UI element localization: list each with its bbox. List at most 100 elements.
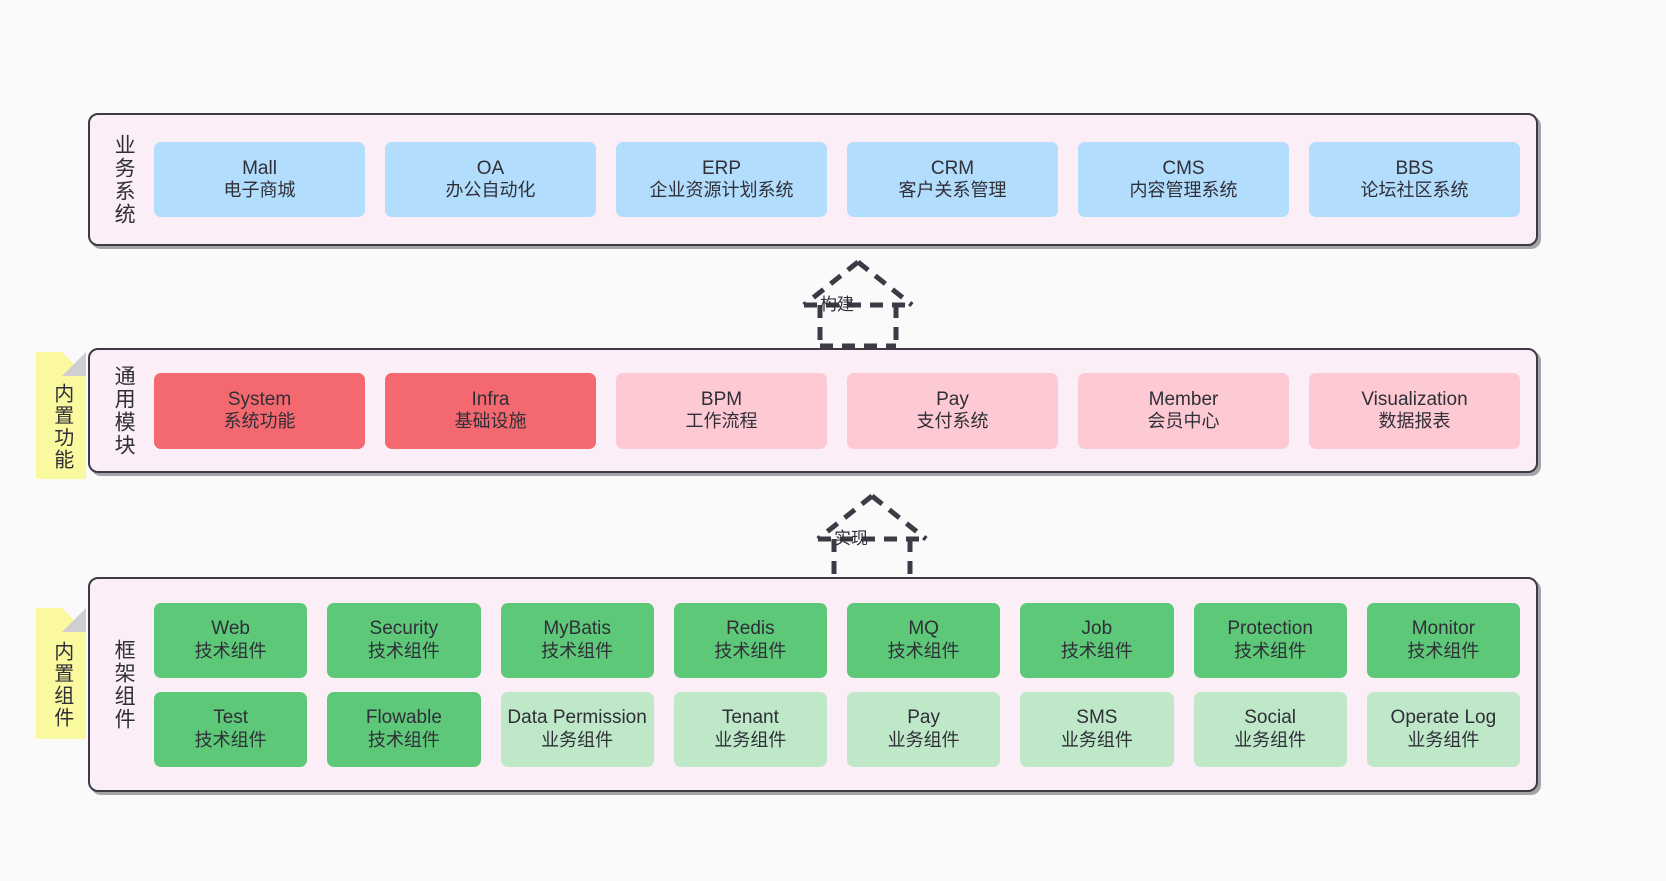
card-title-en: MyBatis xyxy=(543,618,611,640)
card-title-cn: 业务组件 xyxy=(714,729,787,750)
layer-row: Test 技术组件 Flowable 技术组件 Data Permission … xyxy=(154,691,1520,767)
layer-business-system: 业务系统 Mall 电子商城 OA 办公自动化 ERP 企业资源计划系统 CRM… xyxy=(88,113,1538,246)
card-title-en: SMS xyxy=(1076,707,1118,729)
module-card-mq[interactable]: MQ 技术组件 xyxy=(847,602,1001,678)
card-title-en: Monitor xyxy=(1411,618,1476,640)
module-card-infra[interactable]: Infra 基础设施 xyxy=(385,372,596,449)
module-card-bbs[interactable]: BBS 论坛社区系统 xyxy=(1309,142,1520,217)
card-title-cn: 技术组件 xyxy=(541,640,614,661)
card-title-en: Pay xyxy=(907,707,940,729)
card-title-en: Operate Log xyxy=(1390,707,1497,729)
dashed-generalization-arrow-icon xyxy=(816,494,928,583)
module-card-cms[interactable]: CMS 内容管理系统 xyxy=(1078,142,1289,217)
module-card-crm[interactable]: CRM 客户关系管理 xyxy=(847,142,1058,217)
note-fold-shadow-icon xyxy=(62,352,86,376)
sticky-note-builtin-components: 内置组件 xyxy=(36,608,86,739)
card-title-cn: 技术组件 xyxy=(714,640,787,661)
card-title-en: Visualization xyxy=(1361,388,1468,410)
layer-title-framework: 框架组件 xyxy=(112,638,136,731)
card-title-cn: 技术组件 xyxy=(1234,640,1307,661)
card-title-en: BBS xyxy=(1395,157,1434,179)
layer-body-business: Mall 电子商城 OA 办公自动化 ERP 企业资源计划系统 CRM 客户关系… xyxy=(140,129,1520,230)
card-title-en: Member xyxy=(1148,388,1219,410)
module-card-test[interactable]: Test 技术组件 xyxy=(154,691,308,767)
module-card-security[interactable]: Security 技术组件 xyxy=(327,602,481,678)
card-title-cn: 系统功能 xyxy=(223,411,296,432)
card-title-cn: 支付系统 xyxy=(916,411,989,432)
dashed-generalization-arrow-icon xyxy=(802,260,914,349)
card-title-en: Infra xyxy=(471,388,510,410)
card-title-en: Pay xyxy=(936,388,969,410)
card-title-en: ERP xyxy=(701,157,742,179)
sticky-note-builtin-features: 内置功能 xyxy=(36,352,86,479)
card-title-en: BPM xyxy=(700,388,743,410)
card-title-en: Tenant xyxy=(721,707,779,729)
module-card-flowable[interactable]: Flowable 技术组件 xyxy=(327,691,481,767)
card-title-en: Mall xyxy=(242,157,277,179)
card-title-cn: 论坛社区系统 xyxy=(1360,180,1469,201)
module-card-member[interactable]: Member 会员中心 xyxy=(1078,372,1289,449)
module-card-web[interactable]: Web 技术组件 xyxy=(154,602,308,678)
module-card-mall[interactable]: Mall 电子商城 xyxy=(154,142,365,217)
module-card-pay[interactable]: Pay 支付系统 xyxy=(847,372,1058,449)
card-title-cn: 数据报表 xyxy=(1378,411,1451,432)
card-title-en: Web xyxy=(211,618,250,640)
arrow-label-build: 构建 xyxy=(820,295,854,314)
layer-framework-components: 框架组件 Web 技术组件 Security 技术组件 MyBatis 技术组件… xyxy=(88,577,1538,792)
card-title-en: Security xyxy=(369,618,439,640)
module-card-monitor[interactable]: Monitor 技术组件 xyxy=(1366,602,1520,678)
module-card-sms[interactable]: SMS 业务组件 xyxy=(1020,691,1174,767)
arrow-build: 构建 xyxy=(758,258,958,349)
card-title-cn: 业务组件 xyxy=(541,729,614,750)
card-title-cn: 业务组件 xyxy=(887,729,960,750)
card-title-en: Test xyxy=(213,707,249,729)
arrow-implement: 实现 xyxy=(772,492,972,583)
module-card-pay-business[interactable]: Pay 业务组件 xyxy=(847,691,1001,767)
layer-body-common: System 系统功能 Infra 基础设施 BPM 工作流程 Pay 支付系统… xyxy=(140,364,1520,457)
card-title-cn: 技术组件 xyxy=(1060,640,1133,661)
module-card-operate-log[interactable]: Operate Log 业务组件 xyxy=(1366,691,1520,767)
card-title-cn: 技术组件 xyxy=(367,640,440,661)
module-card-redis[interactable]: Redis 技术组件 xyxy=(673,602,827,678)
layer-body-framework: Web 技术组件 Security 技术组件 MyBatis 技术组件 Redi… xyxy=(140,593,1520,776)
module-card-oa[interactable]: OA 办公自动化 xyxy=(385,142,596,217)
card-title-cn: 工作流程 xyxy=(685,411,758,432)
module-card-data-permission[interactable]: Data Permission 业务组件 xyxy=(500,691,654,767)
card-title-en: Job xyxy=(1081,618,1113,640)
layer-title-common: 通用模块 xyxy=(112,364,136,457)
layer-common-modules: 通用模块 System 系统功能 Infra 基础设施 BPM 工作流程 Pay… xyxy=(88,348,1538,473)
layer-row: Mall 电子商城 OA 办公自动化 ERP 企业资源计划系统 CRM 客户关系… xyxy=(154,142,1520,217)
card-title-cn: 技术组件 xyxy=(194,729,267,750)
note-fold-shadow-icon xyxy=(62,608,86,632)
card-title-en: Data Permission xyxy=(507,707,647,729)
card-title-en: System xyxy=(227,388,292,410)
card-title-en: OA xyxy=(476,157,505,179)
card-title-cn: 会员中心 xyxy=(1147,411,1220,432)
card-title-en: Social xyxy=(1244,707,1296,729)
card-title-cn: 业务组件 xyxy=(1234,729,1307,750)
arrow-label-implement: 实现 xyxy=(834,529,868,548)
card-title-en: CRM xyxy=(930,157,975,179)
card-title-cn: 业务组件 xyxy=(1060,729,1133,750)
module-card-system[interactable]: System 系统功能 xyxy=(154,372,365,449)
card-title-en: Redis xyxy=(726,618,775,640)
card-title-cn: 技术组件 xyxy=(887,640,960,661)
module-card-job[interactable]: Job 技术组件 xyxy=(1020,602,1174,678)
card-title-cn: 技术组件 xyxy=(367,729,440,750)
module-card-mybatis[interactable]: MyBatis 技术组件 xyxy=(500,602,654,678)
card-title-cn: 企业资源计划系统 xyxy=(649,180,794,201)
module-card-bpm[interactable]: BPM 工作流程 xyxy=(616,372,827,449)
module-card-visualization[interactable]: Visualization 数据报表 xyxy=(1309,372,1520,449)
module-card-erp[interactable]: ERP 企业资源计划系统 xyxy=(616,142,827,217)
card-title-cn: 办公自动化 xyxy=(445,180,536,201)
card-title-cn: 内容管理系统 xyxy=(1129,180,1238,201)
module-card-protection[interactable]: Protection 技术组件 xyxy=(1193,602,1347,678)
card-title-cn: 客户关系管理 xyxy=(898,180,1007,201)
sticky-note-label: 内置组件 xyxy=(50,640,73,729)
module-card-tenant[interactable]: Tenant 业务组件 xyxy=(673,691,827,767)
card-title-cn: 业务组件 xyxy=(1407,729,1480,750)
card-title-en: CMS xyxy=(1162,157,1205,179)
module-card-social[interactable]: Social 业务组件 xyxy=(1193,691,1347,767)
layer-row: Web 技术组件 Security 技术组件 MyBatis 技术组件 Redi… xyxy=(154,602,1520,678)
